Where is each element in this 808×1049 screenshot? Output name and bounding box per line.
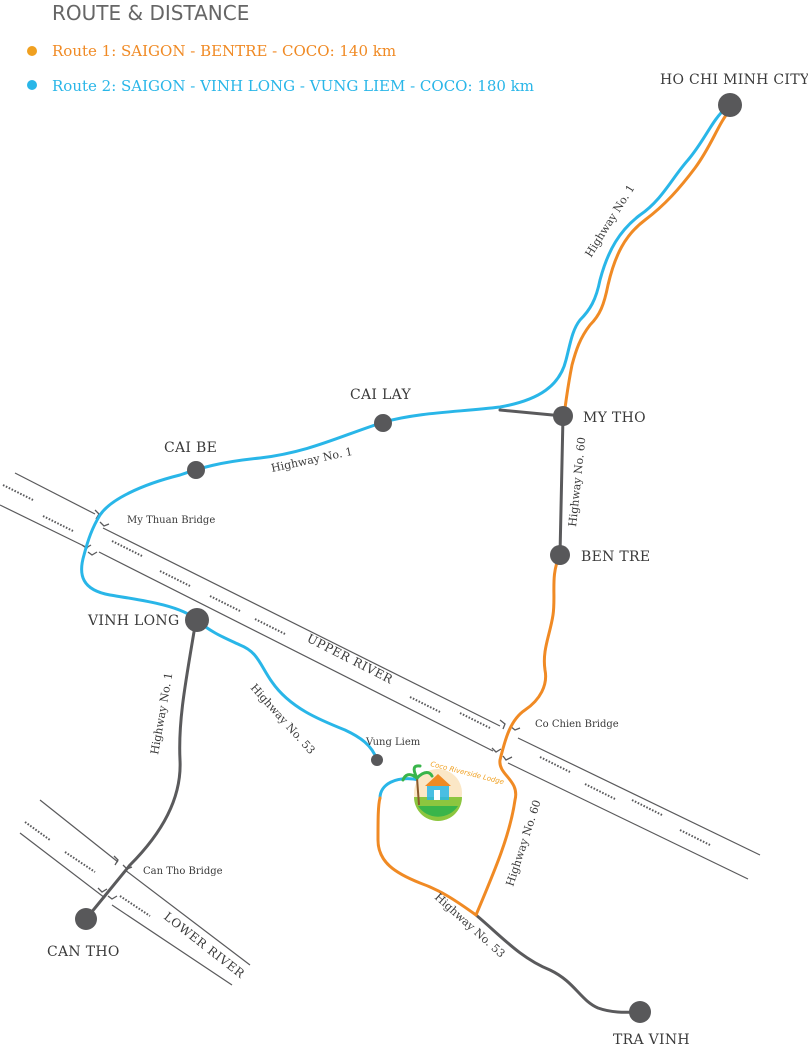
route1-legend-dot: [27, 46, 37, 56]
tra-vinh-marker: [629, 1001, 651, 1023]
can-tho-bridge-label: Can Tho Bridge: [143, 866, 223, 877]
vinh-long-marker: [185, 608, 209, 632]
lower-river: [19, 799, 251, 986]
hcmc-marker: [718, 93, 742, 117]
upper-river: [0, 472, 761, 880]
route2-legend-label: Route 2: SAIGON - VINH LONG - VUNG LIEM …: [52, 77, 534, 95]
hw53-south-label: Highway No. 53: [432, 891, 508, 961]
cai-lay-marker: [374, 414, 392, 432]
cai-lay-label: CAI LAY: [350, 387, 411, 403]
vung-liem-label: Vung Liem: [365, 737, 421, 748]
my-tho-marker: [553, 406, 573, 426]
can-tho-label: CAN THO: [47, 944, 120, 960]
can-tho-marker: [75, 908, 97, 930]
map-title: ROUTE & DISTANCE: [52, 1, 249, 25]
route1-legend-label: Route 1: SAIGON - BENTRE - COCO: 140 km: [52, 42, 396, 60]
route2-legend-dot: [27, 80, 37, 90]
vinh-long-label: VINH LONG: [87, 613, 179, 629]
cai-be-marker: [187, 461, 205, 479]
tra-vinh-label: TRA VINH: [613, 1032, 690, 1048]
my-tho-label: MY THO: [583, 410, 646, 426]
can-tho-bridge: [97, 855, 133, 900]
vung-liem-marker: [371, 754, 383, 766]
hw1-west-label: Highway No. 1: [148, 672, 175, 756]
lower-river-label: LOWER RIVER: [161, 909, 248, 981]
cai-be-label: CAI BE: [164, 440, 217, 456]
hcmc-label: HO CHI MINH CITY: [660, 72, 808, 88]
palm-lodge-logo-icon: Coco Riverside Lodge: [401, 760, 505, 821]
hw1-north-label: Highway No. 1: [583, 182, 638, 259]
ben-tre-marker: [550, 545, 570, 565]
hw60-north-label: Highway No. 60: [566, 436, 588, 527]
ben-tre-label: BEN TRE: [581, 549, 650, 565]
hw1-mid-label: Highway No. 1: [270, 445, 354, 475]
route2-path: [80, 106, 728, 762]
my-thuan-bridge-label: My Thuan Bridge: [127, 515, 215, 526]
route1-south-path: [376, 553, 562, 917]
route1-path: [562, 108, 732, 418]
hw60-south-label: Highway No. 60: [503, 798, 543, 888]
gray-roads: [84, 408, 642, 1014]
co-chien-bridge-label: Co Chien Bridge: [535, 719, 619, 730]
route2-coco-spur: [378, 777, 422, 800]
